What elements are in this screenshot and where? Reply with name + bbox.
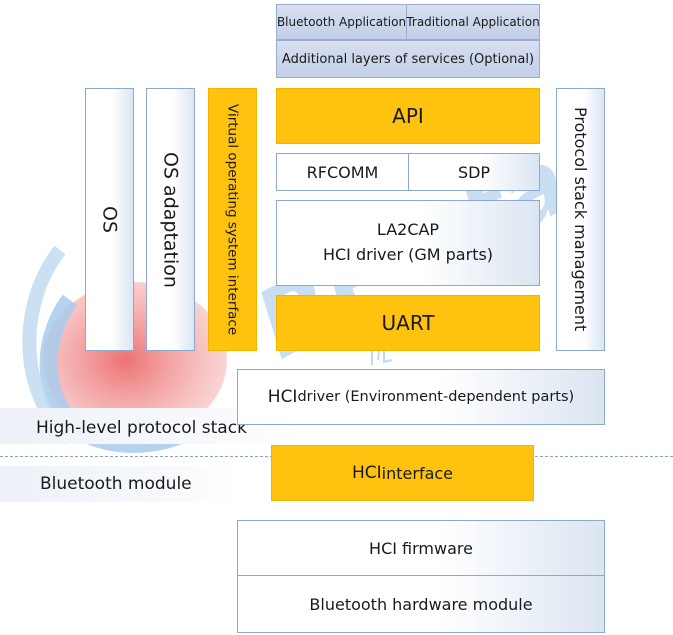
os-adaptation-label: OS adaptation — [159, 151, 182, 288]
api-box: API — [276, 88, 540, 144]
os-adaptation-column: OS adaptation — [146, 88, 195, 351]
virtual-os-interface-label: Virtual operating system interface — [224, 103, 241, 336]
os-column: OS — [85, 88, 134, 351]
la2cap-hci-driver-box: LA2CAP HCI driver (GM parts) — [276, 200, 540, 286]
rfcomm-box: RFCOMM — [276, 153, 409, 191]
os-label: OS — [98, 205, 121, 233]
sdp-label: SDP — [457, 162, 491, 182]
virtual-os-interface-column: Virtual operating system interface — [208, 88, 257, 351]
bluetooth-application-label: Bluetooth Application — [276, 15, 407, 29]
traditional-application-label: Traditional Application — [406, 15, 540, 29]
hci-driver-gm-label: HCI driver (GM parts) — [322, 245, 494, 264]
hci-interface-box: HCI interface — [271, 445, 534, 501]
la2cap-label: LA2CAP — [376, 220, 440, 240]
additional-services-label: Additional layers of services (Optional) — [281, 51, 535, 67]
rfcomm-label: RFCOMM — [306, 162, 379, 182]
traditional-application-box: Traditional Application — [406, 4, 540, 40]
bluetooth-module-label: Bluetooth module — [40, 474, 192, 494]
high-level-protocol-stack-label: High-level protocol stack — [36, 418, 247, 438]
additional-services-box: Additional layers of services (Optional) — [276, 40, 540, 78]
uart-box: UART — [276, 295, 540, 351]
bluetooth-application-box: Bluetooth Application — [276, 4, 407, 40]
hci-driver-env-box: HCI driver (Environment-dependent parts) — [237, 369, 605, 425]
hci-firmware-box: HCI firmware — [237, 520, 605, 576]
hci-firmware-label: HCI firmware — [369, 538, 473, 558]
hci-interface-label: interface — [381, 463, 454, 483]
api-label: API — [392, 104, 424, 128]
bluetooth-hardware-module-label: Bluetooth hardware module — [309, 594, 533, 614]
hci-driver-env-label: driver (Environment-dependent parts) — [297, 389, 575, 405]
bluetooth-module-band — [0, 466, 240, 502]
protocol-stack-management-label: Protocol stack management — [571, 107, 590, 332]
hci-driver-env-prefix: HCI — [267, 387, 298, 407]
bluetooth-hardware-module-box: Bluetooth hardware module — [237, 575, 605, 633]
hci-interface-prefix: HCI — [351, 463, 382, 483]
protocol-stack-management-column: Protocol stack management — [556, 88, 605, 351]
sdp-box: SDP — [408, 153, 540, 191]
uart-label: UART — [381, 311, 435, 335]
